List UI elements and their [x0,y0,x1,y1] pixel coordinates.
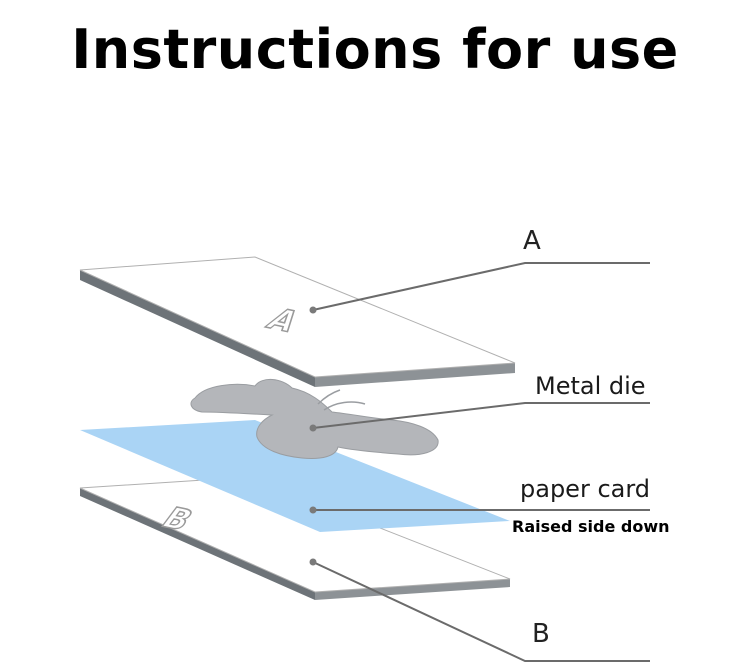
plate-a-top [79,256,516,378]
butterfly-die [190,379,439,459]
label-metal-die: Metal die [535,372,646,400]
butterfly-antenna-1 [317,389,341,405]
leader-line-metal-die [312,402,650,429]
leader-dot-a [309,306,317,314]
paper-card-shape [80,420,510,532]
leader-line-b [312,561,650,662]
plate-a-front-edge [80,270,315,387]
plate-b-front-edge [80,488,315,600]
butterfly-antenna-2 [323,401,366,411]
label-plate-a: A [523,226,541,256]
leader-lines [312,262,650,662]
plate-a: A [79,256,516,387]
leader-dot-metal-die [309,424,317,432]
plate-a-side-edge [315,363,515,387]
label-paper-card: paper card [520,475,650,503]
plate-b-top [79,476,511,593]
metal-die-shape [190,379,439,459]
label-raised-side-down: Raised side down [512,517,670,536]
leader-line-a [312,262,650,311]
leader-dot-b [309,558,317,566]
page-title: Instructions for use [71,18,679,81]
label-plate-b: B [532,619,550,649]
plate-b-side-edge [315,579,510,600]
leader-dots [309,306,317,566]
leader-dot-paper-card [309,506,317,514]
plate-b: B [79,476,511,600]
